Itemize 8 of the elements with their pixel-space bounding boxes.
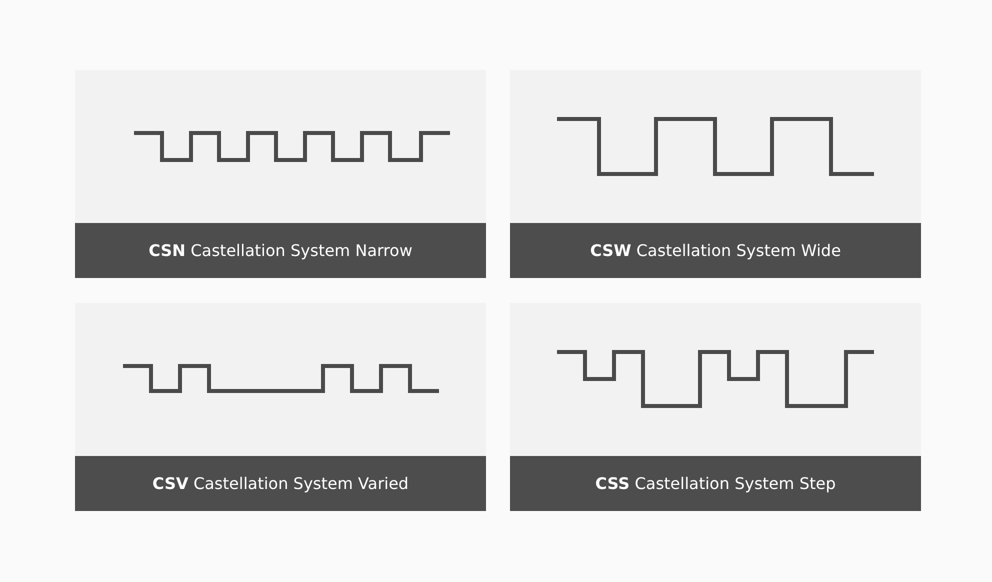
- profile-card: [75, 70, 486, 278]
- profile-card: [510, 303, 921, 511]
- caption-text: CSV Castellation System Varied: [152, 474, 409, 493]
- caption-text: CSS Castellation System Step: [595, 474, 836, 493]
- caption-text: CSN Castellation System Narrow: [148, 241, 412, 260]
- profile-card: [510, 70, 921, 278]
- profile-card: [75, 303, 486, 511]
- caption-text: CSW Castellation System Wide: [590, 241, 841, 260]
